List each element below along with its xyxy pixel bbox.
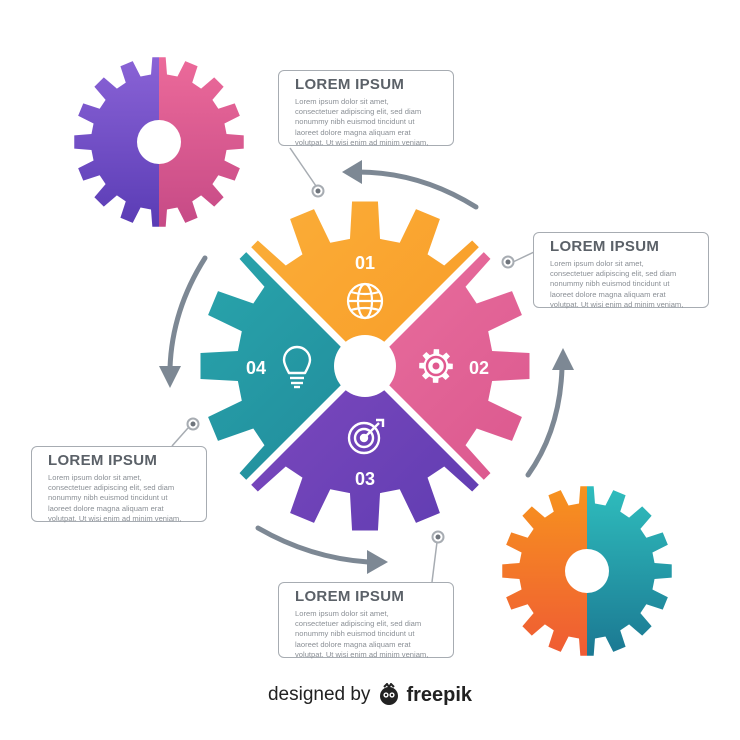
- card-body-line: laoreet dolore magna aliquam erat: [550, 289, 666, 299]
- card-title: LOREM IPSUM: [295, 76, 405, 93]
- info-card-1: LOREM IPSUM Lorem ipsum dolor sit amet, …: [278, 70, 454, 148]
- card-title: LOREM IPSUM: [550, 238, 660, 255]
- card-body-line: Lorem ipsum dolor sit amet,: [295, 97, 389, 106]
- card-title: LOREM IPSUM: [48, 452, 158, 469]
- card-body-line: Lorem ipsum dolor sit amet,: [550, 259, 644, 268]
- card-body-line: nonummy nibh euismod tincidunt ut: [48, 493, 168, 503]
- main-gear: [200, 201, 530, 531]
- card-body-line: volutpat. Ut wisi enim ad minim veniam,: [295, 137, 429, 147]
- card-body: Lorem ipsum dolor sit amet, consectetuer…: [295, 97, 441, 148]
- connector-card-4: [431, 530, 445, 583]
- arrow-left: [167, 255, 208, 371]
- info-card-2: LOREM IPSUM Lorem ipsum dolor sit amet, …: [533, 232, 709, 310]
- card-body-line: laoreet dolore magna aliquam erat: [295, 127, 411, 137]
- card-body-line: consectetuer adipiscing elit, sed diam: [48, 483, 175, 493]
- globe-icon: [346, 282, 384, 320]
- credit-brand: freepik: [406, 683, 473, 706]
- card-body-line: nonummy nibh euismod tincidunt ut: [295, 117, 415, 127]
- card-body-line: laoreet dolore magna aliquam erat: [295, 639, 411, 649]
- card-body-line: volutpat. Ut wisi enim ad minim veniam,: [550, 299, 684, 309]
- connector-card-2: [501, 251, 535, 269]
- card-body-line: consectetuer adipiscing elit, sed diam: [550, 269, 677, 279]
- card-body: Lorem ipsum dolor sit amet, consectetuer…: [295, 609, 441, 660]
- arrow-left-head: [159, 366, 181, 388]
- card-body-line: consectetuer adipiscing elit, sed diam: [295, 619, 422, 629]
- target-icon: [347, 418, 385, 455]
- arrow-top: [355, 169, 479, 210]
- decor-gear-bottom-right: [502, 486, 672, 656]
- card-body-line: consectetuer adipiscing elit, sed diam: [295, 107, 422, 117]
- segment-04-number: 04: [246, 358, 266, 378]
- segment-02-number: 02: [469, 358, 489, 378]
- card-body: Lorem ipsum dolor sit amet, consectetuer…: [550, 259, 696, 310]
- card-body-line: Lorem ipsum dolor sit amet,: [48, 473, 142, 482]
- freepik-logo-icon: [380, 683, 399, 705]
- decor-gear-top-left: [74, 57, 244, 227]
- arrow-right-head: [552, 348, 574, 370]
- connector-card-1: [289, 147, 325, 198]
- card-body: Lorem ipsum dolor sit amet, consectetuer…: [48, 473, 194, 524]
- connector-card-3: [171, 417, 200, 447]
- card-body-line: volutpat. Ut wisi enim ad minim veniam,: [295, 649, 429, 659]
- gear-icon: [419, 349, 453, 383]
- lightbulb-icon: [282, 345, 312, 389]
- info-card-3: LOREM IPSUM Lorem ipsum dolor sit amet, …: [31, 446, 207, 524]
- card-body-line: nonummy nibh euismod tincidunt ut: [295, 629, 415, 639]
- arrow-bottom: [255, 525, 371, 565]
- card-body-line: Lorem ipsum dolor sit amet,: [295, 609, 389, 618]
- card-body-line: laoreet dolore magna aliquam erat: [48, 503, 164, 513]
- card-body-line: nonummy nibh euismod tincidunt ut: [550, 279, 670, 289]
- arrow-right: [525, 365, 565, 478]
- card-body-line: volutpat. Ut wisi enim ad minim veniam,: [48, 513, 182, 523]
- info-card-4: LOREM IPSUM Lorem ipsum dolor sit amet, …: [278, 582, 454, 660]
- segment-01-number: 01: [355, 253, 375, 273]
- segment-03-number: 03: [355, 469, 375, 489]
- arrow-top-head: [342, 160, 362, 184]
- credit: designed by freepik: [0, 683, 740, 707]
- card-title: LOREM IPSUM: [295, 588, 405, 605]
- arrow-bottom-head: [367, 550, 388, 574]
- credit-lead: designed by: [267, 684, 371, 705]
